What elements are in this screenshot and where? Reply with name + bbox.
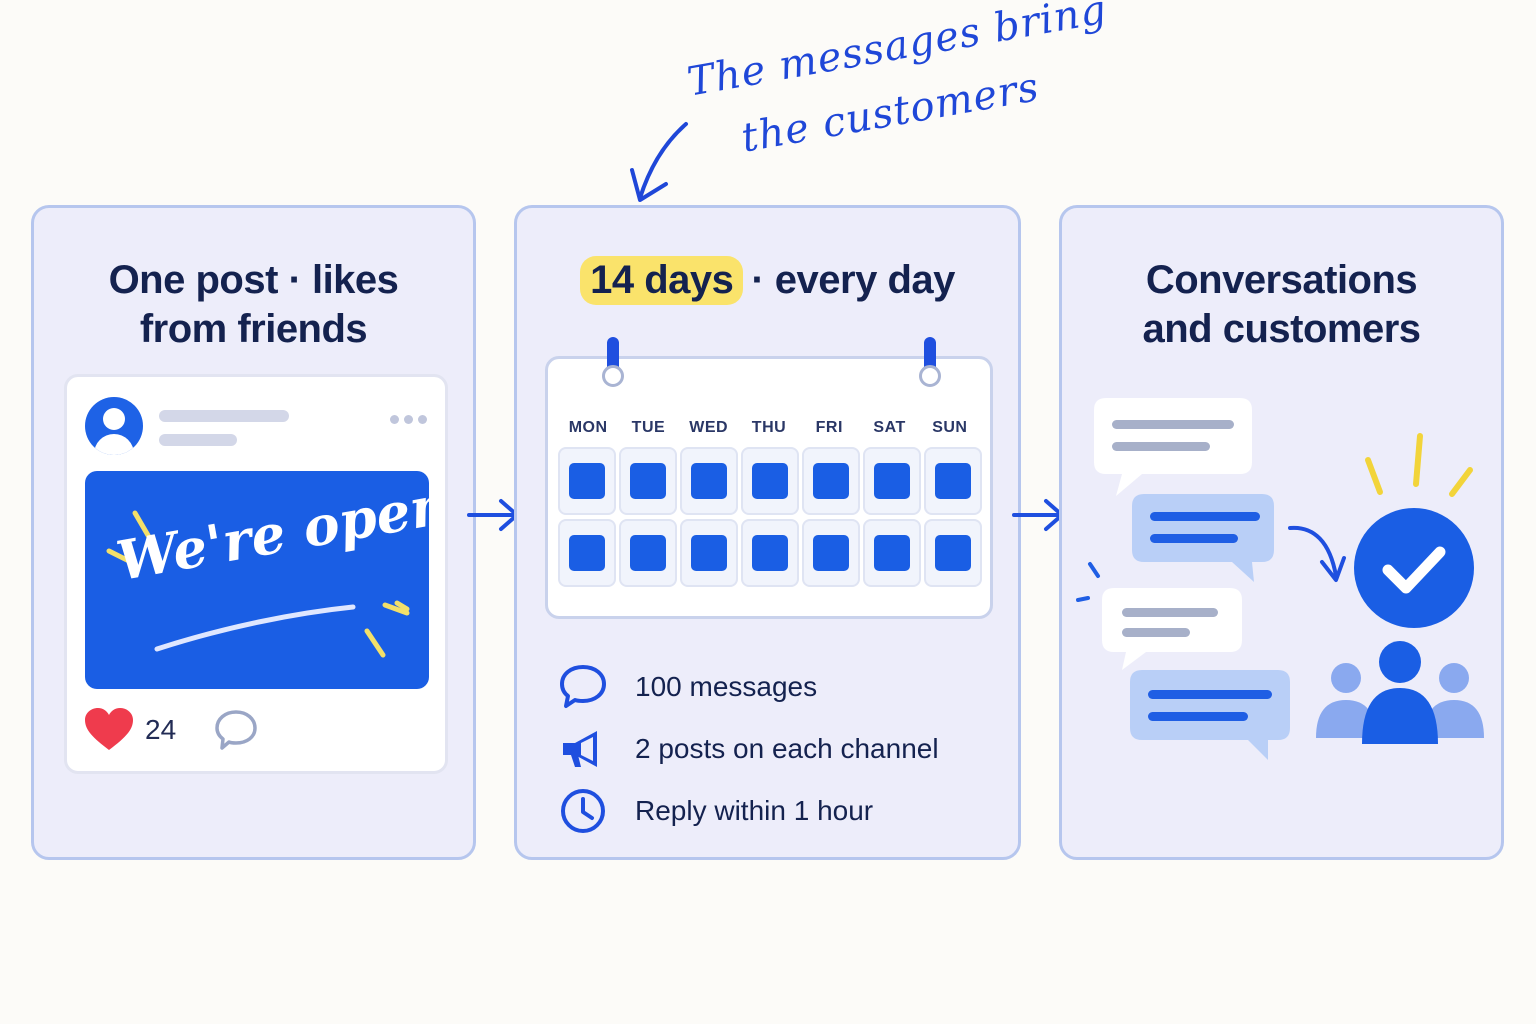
calendar-day-cell (619, 447, 677, 515)
stat-label: 100 messages (635, 671, 818, 702)
weekday-label: MON (568, 419, 608, 436)
customers-group-icon (1316, 641, 1484, 744)
chat-bubble-icon (1102, 588, 1242, 670)
calendar: MON TUE WED THU FRI SAT SUN (545, 337, 993, 619)
panel-title: 14 days· every day (517, 256, 1018, 305)
weekday-label: FRI (815, 419, 843, 436)
weekday-label: SUN (932, 419, 968, 436)
day-marked-square (874, 535, 910, 571)
chat-bubble-icon (1132, 494, 1274, 582)
calendar-day-cell (802, 447, 860, 515)
panel-title-line-2: and customers (1142, 307, 1421, 351)
calendar-day-cell (741, 519, 799, 587)
calendar-day-cell (680, 447, 738, 515)
calendar-day-cell (558, 519, 616, 587)
day-marked-square (874, 463, 910, 499)
day-marked-square (935, 535, 971, 571)
panel-title: Conversations and customers (1062, 256, 1501, 354)
stats-list: 100 messages 2 posts on each channel Rep… (557, 656, 939, 842)
comment-icon[interactable] (214, 709, 258, 751)
stat-reply: Reply within 1 hour (557, 780, 939, 842)
sparkle-icon (106, 510, 410, 658)
calendar-day-cell (924, 519, 982, 587)
placeholder-name-line (159, 410, 289, 422)
panel-one-post: One post · likes from friends We're open… (31, 205, 476, 860)
avatar (85, 397, 143, 455)
panel-title-line-1: One post · likes (108, 258, 399, 302)
heart-icon[interactable] (85, 708, 133, 752)
weekday-label: TUE (631, 419, 666, 436)
calendar-day-cell (863, 447, 921, 515)
social-post-card: We're open! 24 (64, 374, 448, 774)
chat-bubble-icon (1130, 670, 1290, 760)
annotation-arrow-icon (630, 122, 688, 202)
calendar-grid (558, 447, 982, 587)
calendar-day-cell (924, 447, 982, 515)
day-marked-square (813, 535, 849, 571)
reactions-bar: 24 (85, 707, 258, 753)
weekday-label: THU (751, 419, 787, 436)
stat-messages: 100 messages (557, 656, 939, 718)
day-marked-square (935, 463, 971, 499)
day-marked-square (630, 463, 666, 499)
weekday-label: WED (689, 419, 729, 436)
day-marked-square (691, 463, 727, 499)
panel-title: One post · likes from friends (34, 256, 473, 354)
more-dots-icon (390, 415, 427, 424)
calendar-day-cell (802, 519, 860, 587)
panel-fourteen-days: 14 days· every day MON TUE WED THU FRI SAT SUN… (514, 205, 1021, 860)
chat-bubble-icon (1094, 398, 1252, 496)
burst-icon (1365, 433, 1473, 497)
curved-arrow-icon (1288, 525, 1346, 582)
calendar-day-cell (680, 519, 738, 587)
calendar-ring (602, 337, 624, 387)
placeholder-meta-line (159, 434, 237, 446)
conversation-illustration (1076, 398, 1484, 760)
annotation: The messages bring the customers (600, 0, 1110, 210)
sparkle-icon (1076, 562, 1100, 602)
check-circle-icon (1354, 508, 1474, 628)
clock-icon (561, 789, 605, 833)
panel-title-line-1: Conversations (1145, 258, 1418, 302)
megaphone-icon (563, 731, 597, 767)
calendar-day-cell (558, 447, 616, 515)
panel-title-line-2: from friends (139, 307, 368, 351)
calendar-ring (919, 337, 941, 387)
day-marked-square (569, 535, 605, 571)
day-marked-square (691, 535, 727, 571)
day-marked-square (752, 463, 788, 499)
panel-conversations: Conversations and customers (1059, 205, 1504, 860)
day-marked-square (630, 535, 666, 571)
day-marked-square (813, 463, 849, 499)
speech-bubble-icon (560, 665, 606, 708)
stat-posts: 2 posts on each channel (557, 718, 939, 780)
stat-label: 2 posts on each channel (635, 733, 939, 764)
weekday-label: SAT (873, 419, 906, 436)
day-marked-square (569, 463, 605, 499)
post-image: We're open! (85, 471, 429, 689)
weekday-labels: MON TUE WED THU FRI SAT SUN (558, 419, 980, 437)
calendar-day-cell (863, 519, 921, 587)
title-highlight: 14 days (580, 256, 744, 305)
title-rest: · every day (751, 258, 955, 302)
stat-label: Reply within 1 hour (635, 795, 874, 826)
calendar-day-cell (619, 519, 677, 587)
like-count: 24 (145, 714, 177, 745)
calendar-day-cell (741, 447, 799, 515)
day-marked-square (752, 535, 788, 571)
